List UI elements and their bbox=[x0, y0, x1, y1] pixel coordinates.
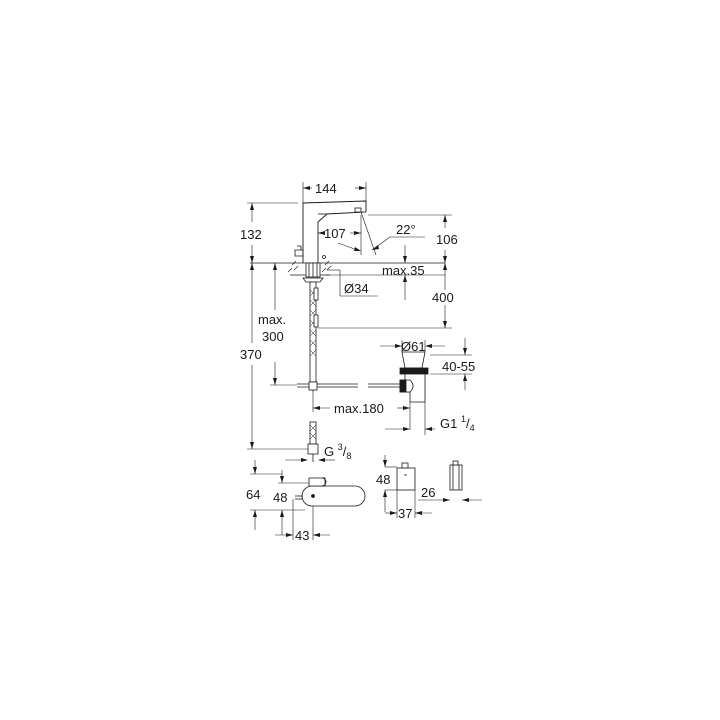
dim-spout-width: 144 bbox=[315, 181, 337, 196]
dim-plan-depth: 64 bbox=[246, 487, 261, 502]
supply-thread-slash: / bbox=[342, 444, 347, 459]
dim-body-height: 132 bbox=[240, 227, 262, 242]
waste-thread-slash: / bbox=[465, 416, 470, 431]
deck bbox=[250, 260, 445, 283]
dim-box-width: 37 bbox=[398, 506, 413, 521]
dim-hole-diameter: Ø34 bbox=[344, 281, 369, 296]
dim-flex-length: 400 bbox=[432, 290, 454, 305]
waste-thread-sup: 1 bbox=[460, 414, 466, 424]
pop-up-rod bbox=[297, 381, 405, 391]
waste-thread-main: G1 bbox=[440, 416, 458, 431]
dim-waste-thread: G1 1/4 bbox=[440, 414, 475, 433]
supply-thread-sup: 3 bbox=[337, 442, 343, 452]
dim-deck-thickness: max.35 bbox=[382, 263, 425, 278]
dim-box-height: 48 bbox=[376, 472, 391, 487]
plan-view bbox=[295, 477, 366, 507]
battery-box-front bbox=[396, 462, 416, 491]
dim-spray-angle: 22° bbox=[396, 222, 416, 237]
dim-waste-diameter: Ø61 bbox=[401, 339, 426, 354]
dim-max-300: 300 bbox=[262, 329, 284, 344]
dim-plan-body: 48 bbox=[273, 490, 288, 505]
dim-pop-up-rod: max.180 bbox=[334, 401, 384, 416]
dim-max-label: max. bbox=[258, 312, 287, 327]
dim-outlet-height: 106 bbox=[436, 232, 458, 247]
dim-waste-range: 40-55 bbox=[442, 359, 476, 374]
waste-thread-sub: 4 bbox=[469, 423, 475, 433]
dim-total-height: 370 bbox=[240, 347, 262, 362]
waste-assembly bbox=[399, 351, 429, 403]
arrow-heads bbox=[250, 186, 469, 537]
faucet-side-view bbox=[294, 200, 367, 263]
dim-box-depth: 26 bbox=[421, 485, 436, 500]
battery-box-side bbox=[449, 460, 463, 491]
supply-thread-main: G bbox=[324, 444, 335, 459]
dim-spout-reach: 107 bbox=[324, 226, 346, 241]
dim-supply-thread: G 3/8 bbox=[324, 442, 352, 461]
supply-thread-sub: 8 bbox=[346, 451, 352, 461]
flexible-hose bbox=[307, 281, 319, 462]
dim-plan-offset: 43 bbox=[295, 528, 310, 543]
